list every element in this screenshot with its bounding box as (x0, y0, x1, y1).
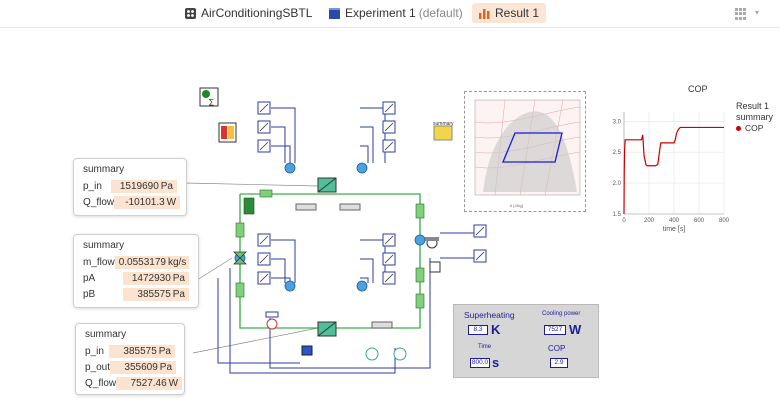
settings-block-icon: ∑ (199, 87, 219, 107)
dashboard-panel: Superheating Cooling power 8.3 K 7527 W … (453, 304, 599, 378)
summary-title: summary (83, 164, 125, 175)
svg-text:∑: ∑ (209, 98, 214, 106)
chevron-down-icon[interactable]: ▾ (755, 8, 760, 17)
x-tick-label: 800 (719, 218, 730, 224)
tab-model[interactable]: AirConditioningSBTL (178, 3, 319, 23)
x-tick-label: 0 (622, 218, 626, 224)
time-label: Time (478, 344, 492, 350)
chart-legend: Result 1 summary COP (736, 101, 773, 134)
tab-experiment-label: Experiment 1 (345, 6, 416, 20)
tab-model-label: AirConditioningSBTL (201, 6, 313, 20)
y-tick-label: 2.0 (613, 181, 622, 187)
cop-value: 2.9 (550, 358, 568, 368)
svg-text:summary: summary (433, 121, 454, 127)
y-tick-label: 2.5 (613, 150, 622, 156)
experiment-icon (329, 7, 340, 19)
superheating-unit: K (491, 322, 501, 337)
property-block-icon (218, 122, 237, 143)
superheating-value: 8.3 (468, 325, 488, 335)
summary-title: summary (85, 329, 127, 340)
svg-text:h [J/kg]: h [J/kg] (510, 203, 523, 208)
model-icon (185, 7, 196, 19)
ph-diagram-image: h [J/kg] (464, 91, 586, 212)
superheating-label: Superheating (464, 310, 515, 320)
legend-dot-icon (736, 126, 741, 132)
tab-result[interactable]: Result 1 (472, 3, 547, 23)
y-tick-label: 3.0 (613, 119, 622, 125)
time-unit: s (492, 355, 500, 370)
apps-grid-icon[interactable] (735, 8, 747, 20)
x-tick-label: 200 (644, 218, 655, 224)
model-canvas[interactable]: ∑ summary (0, 28, 780, 401)
tab-experiment[interactable]: Experiment 1 (default) (322, 3, 470, 23)
cooling-power-label: Cooling power (542, 311, 581, 317)
cop-plot: 1.5 2.0 2.5 3.0 0 200 400 600 800 time [s] (613, 112, 730, 233)
x-tick-label: 600 (694, 218, 705, 224)
x-axis-label: time [s] (663, 226, 686, 233)
time-value: 800.0 (470, 358, 490, 368)
cooling-power-unit: W (569, 322, 582, 337)
tab-result-label: Result 1 (495, 6, 540, 20)
cop-series-line (623, 126, 724, 215)
top-bar: AirConditioningSBTL Experiment 1 (defaul… (0, 0, 780, 28)
y-tick-label: 1.5 (613, 212, 622, 218)
summary-block-icon: summary (433, 121, 454, 141)
cop-label: COP (548, 344, 566, 353)
refrigeration-cycle-diagram: ∑ summary (184, 87, 487, 374)
cop-chart: COP 1.5 2.0 2.5 3.0 0 200 400 600 800 time [s] Re… (606, 84, 780, 264)
legend-title: Result 1 (736, 101, 770, 111)
summary-title: summary (83, 240, 125, 251)
cooling-power-value: 7527 (544, 325, 566, 335)
legend-item-cop: COP (736, 123, 773, 134)
legend-subtitle: summary (736, 112, 774, 122)
bar-chart-icon (479, 8, 490, 19)
chart-title: COP (688, 84, 708, 94)
tab-experiment-sub: (default) (418, 6, 463, 20)
x-tick-label: 400 (669, 218, 680, 224)
